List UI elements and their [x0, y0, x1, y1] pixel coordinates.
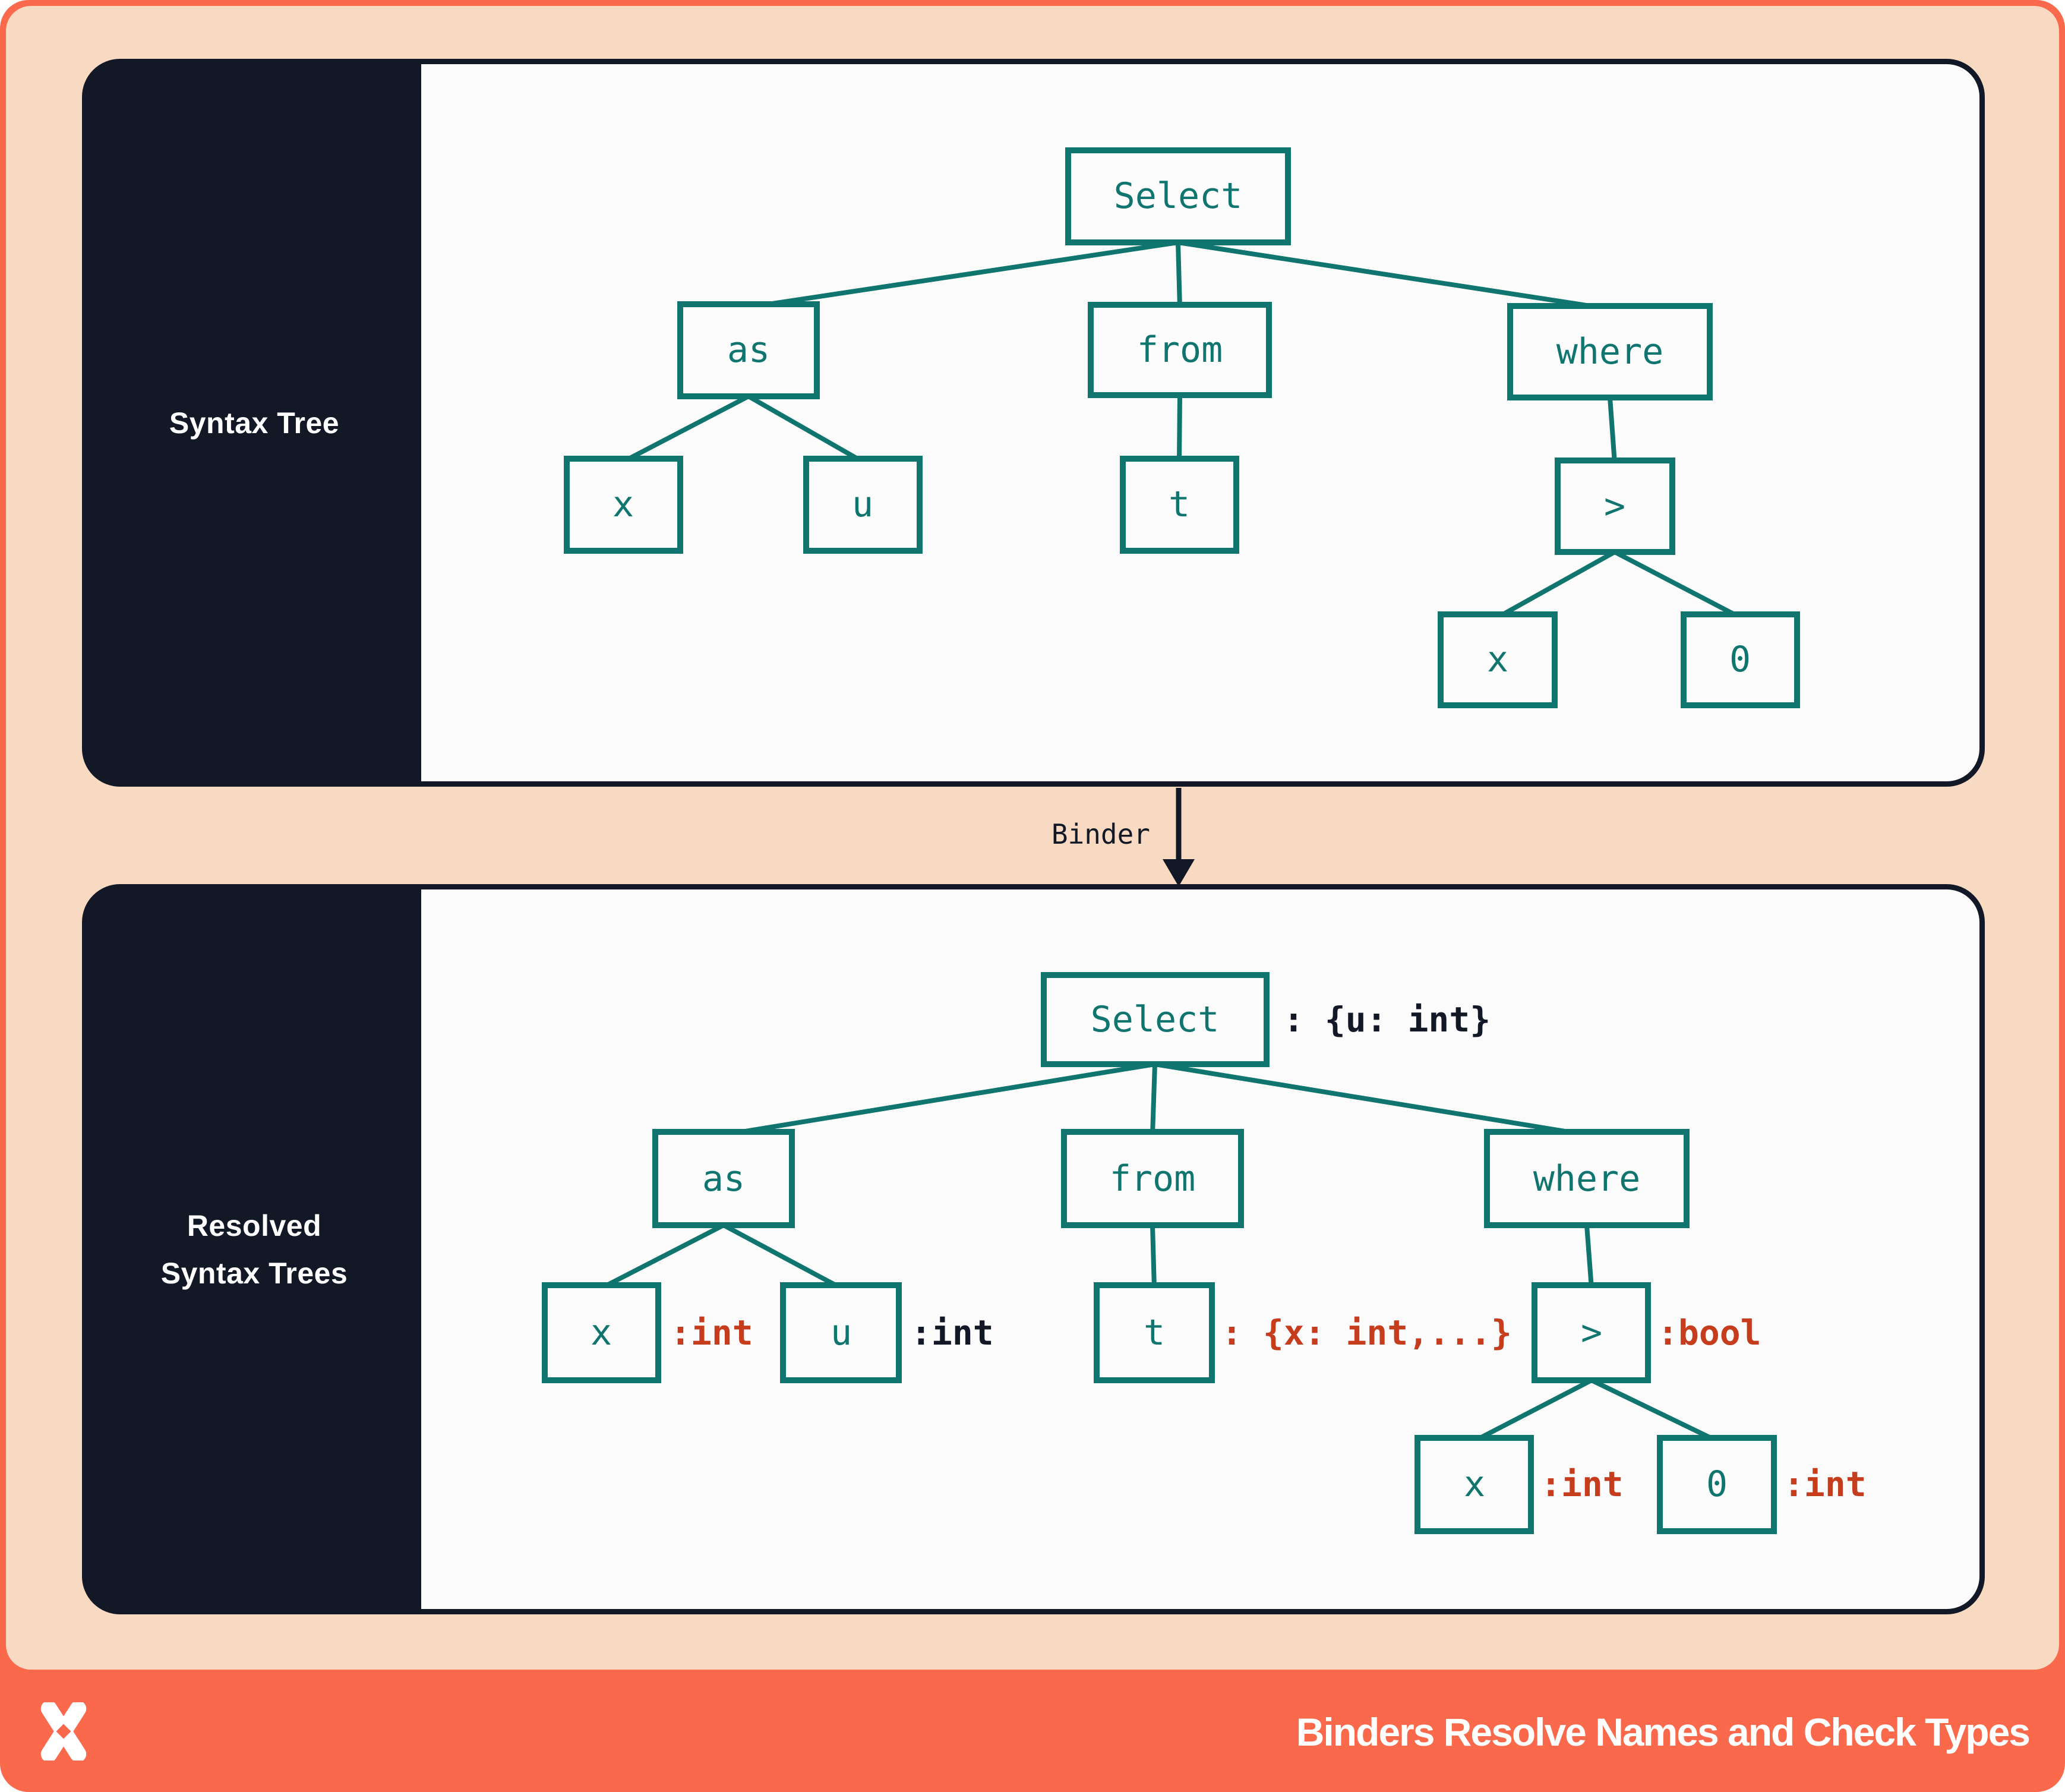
resolved-trees-sidebar: Resolved Syntax Trees	[87, 889, 421, 1609]
resolved-trees-panel: Resolved Syntax Trees	[82, 884, 1985, 1614]
resolved-panel-label-line1: Resolved	[187, 1209, 322, 1242]
resolved-panel-label-line2: Syntax Trees	[160, 1256, 348, 1290]
syntax-tree-panel-label: Syntax Tree	[169, 406, 340, 440]
syntax-tree-panel: Syntax Tree	[82, 59, 1985, 787]
footer-title: Binders Resolve Names and Check Types	[1296, 1710, 2031, 1754]
syntax-tree-sidebar: Syntax Tree	[87, 64, 421, 781]
x-pinwheel-logo-icon	[40, 1702, 87, 1761]
